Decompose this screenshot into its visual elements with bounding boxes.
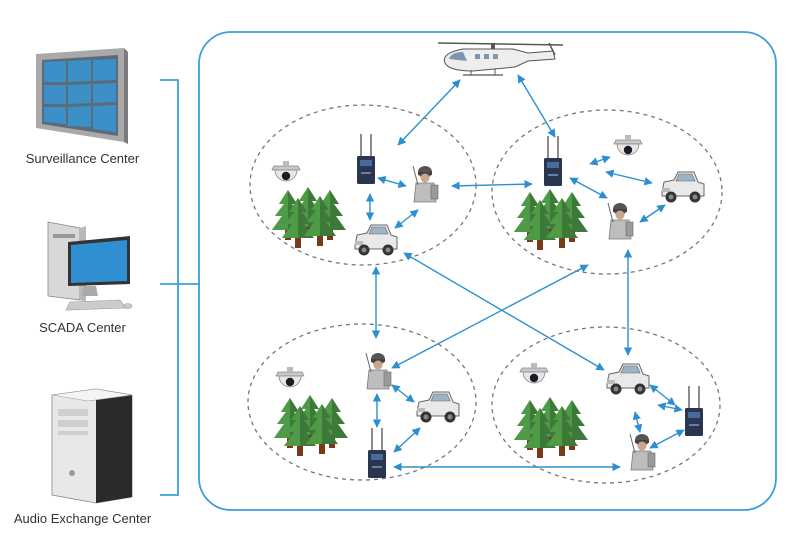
radio-base-station-icon bbox=[543, 135, 563, 187]
forest-icon bbox=[274, 395, 348, 456]
vehicle-icon bbox=[416, 391, 460, 423]
vehicle-icon bbox=[606, 363, 650, 395]
forest-icon bbox=[514, 397, 588, 458]
server-tower-icon bbox=[51, 388, 133, 504]
surveillance-center-label: Surveillance Center bbox=[25, 151, 140, 166]
desktop-computer-icon bbox=[47, 221, 133, 311]
vehicle-icon bbox=[661, 171, 705, 203]
radio-base-station-icon bbox=[367, 427, 387, 479]
forest-icon bbox=[514, 189, 588, 250]
audio-exchange-center-label: Audio Exchange Center bbox=[13, 511, 152, 526]
zone-bottom-right bbox=[491, 326, 721, 484]
helicopter-icon bbox=[437, 42, 564, 76]
soldier-icon bbox=[365, 352, 392, 390]
dome-camera-icon bbox=[271, 160, 301, 182]
network-frame bbox=[198, 31, 777, 511]
connection-arrows bbox=[365, 74, 685, 472]
radio-base-station-icon bbox=[356, 133, 376, 185]
radio-base-station-icon bbox=[684, 385, 704, 437]
dome-camera-icon bbox=[275, 366, 305, 388]
video-wall-icon bbox=[36, 48, 128, 144]
center-bracket bbox=[160, 79, 200, 496]
soldier-icon bbox=[629, 433, 656, 471]
soldier-icon bbox=[412, 165, 439, 203]
scada-center-label: SCADA Center bbox=[39, 320, 126, 335]
zone-top-right bbox=[491, 109, 723, 275]
dome-camera-icon bbox=[613, 134, 643, 156]
forest-icon bbox=[272, 187, 346, 248]
vehicle-icon bbox=[354, 224, 398, 256]
soldier-icon bbox=[607, 202, 634, 240]
dome-camera-icon bbox=[519, 362, 549, 384]
zone-bottom-left bbox=[247, 323, 477, 481]
